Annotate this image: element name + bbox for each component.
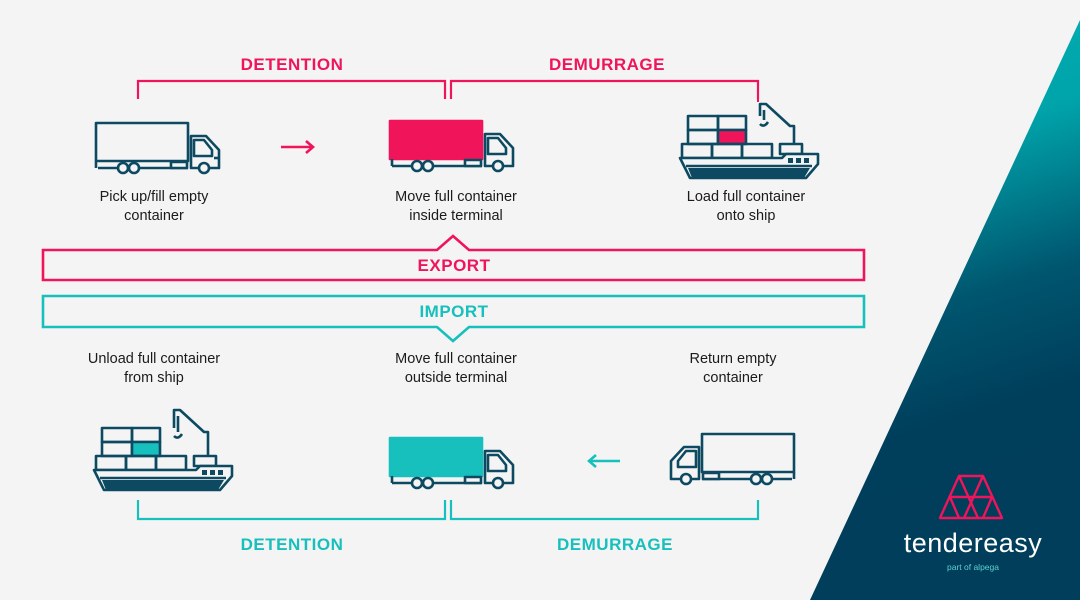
export-demurrage-label: DEMURRAGE <box>549 55 665 74</box>
import-step-3-caption: Return empty container <box>633 350 833 388</box>
caption-line: container <box>124 208 184 224</box>
import-band <box>41 294 866 343</box>
export-step-2-caption: Move full container inside terminal <box>356 188 556 226</box>
caption-line: onto ship <box>716 208 776 224</box>
truck-empty-icon <box>94 121 221 175</box>
import-band-label: IMPORT <box>419 302 489 321</box>
caption-line: from ship <box>124 370 184 386</box>
caption-line: Unload full container <box>87 351 221 367</box>
truck-full-icon <box>388 119 515 173</box>
caption-line: Move full container <box>395 351 517 367</box>
import-demurrage-bracket <box>449 500 760 521</box>
brand-name: tendereasy <box>903 528 1043 558</box>
export-step-3-caption: Load full container onto ship <box>646 188 846 226</box>
caption-line: container <box>703 370 763 386</box>
triangle-a-logo-icon <box>938 474 1004 520</box>
caption-line: Return empty <box>689 351 777 367</box>
caption-line: inside terminal <box>409 208 503 224</box>
arrow-left-icon <box>587 454 620 468</box>
export-detention-label: DETENTION <box>240 55 344 74</box>
import-step-1-caption: Unload full container from ship <box>54 350 254 388</box>
truck-empty-icon <box>669 432 796 486</box>
arrow-right-icon <box>281 140 315 154</box>
export-band-label: EXPORT <box>417 256 491 275</box>
brand-tagline: part of alpega <box>947 562 999 572</box>
import-demurrage-label: DEMURRAGE <box>557 535 673 554</box>
truck-full-icon <box>388 436 515 490</box>
export-demurrage-bracket <box>449 79 760 99</box>
import-detention-label: DETENTION <box>240 535 344 554</box>
caption-line: Pick up/fill empty <box>99 189 209 205</box>
export-step-1-caption: Pick up/fill empty container <box>54 188 254 226</box>
cargo-ship-icon <box>678 96 820 180</box>
caption-line: Load full container <box>686 189 806 205</box>
export-band <box>41 234 866 282</box>
caption-line: outside terminal <box>404 370 508 386</box>
cargo-ship-icon <box>92 408 234 492</box>
export-detention-bracket <box>136 79 447 99</box>
import-step-2-caption: Move full container outside terminal <box>356 350 556 388</box>
import-detention-bracket <box>136 500 447 521</box>
caption-line: Move full container <box>395 189 517 205</box>
